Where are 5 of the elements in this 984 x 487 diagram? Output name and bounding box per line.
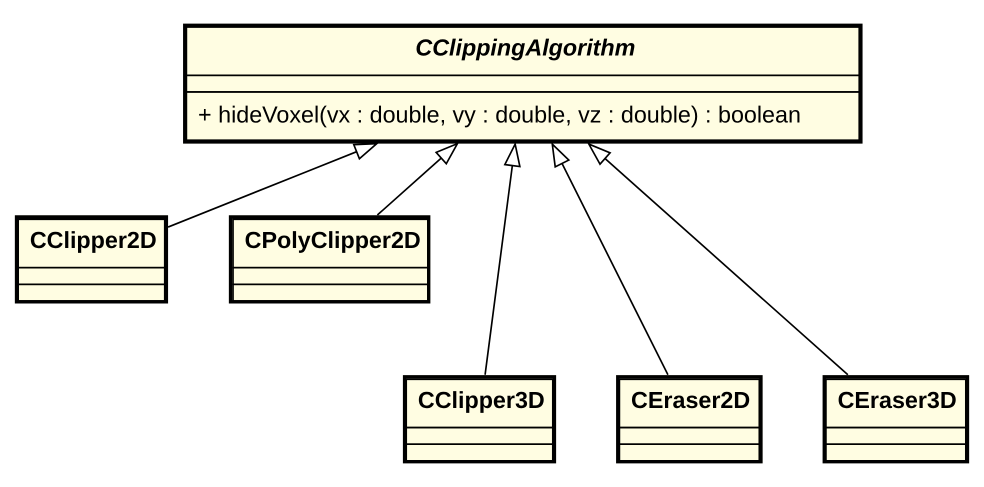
arrow [168, 142, 380, 228]
arrow [484, 142, 521, 375]
arrow [376, 142, 460, 216]
arrow [551, 142, 669, 376]
arrow [586, 142, 848, 376]
